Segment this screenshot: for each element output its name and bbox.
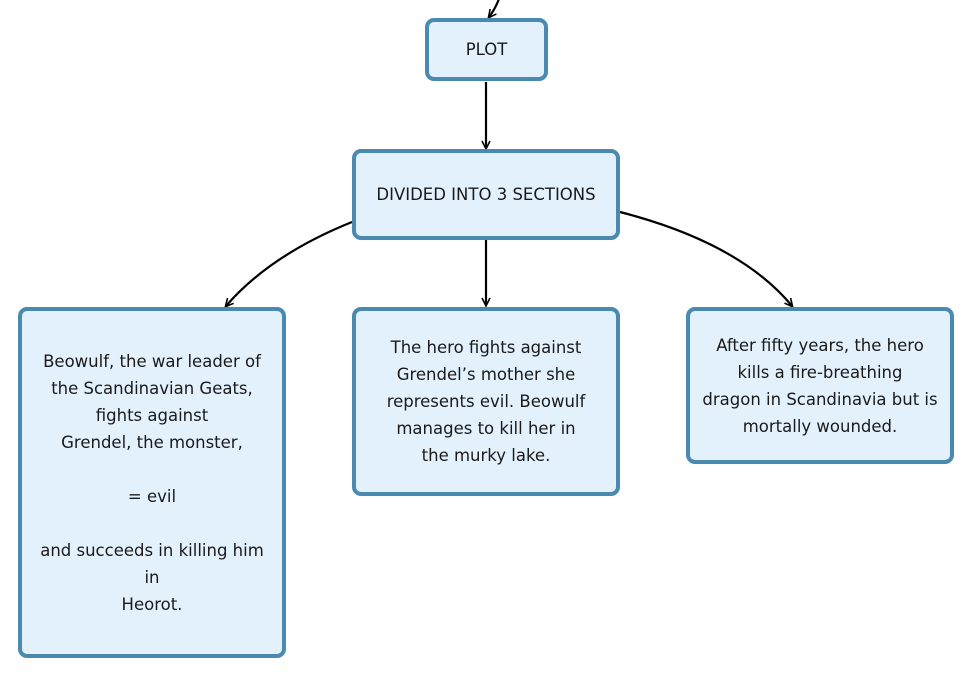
sections-label: DIVIDED INTO 3 SECTIONS	[376, 185, 596, 204]
arrow-sections-to-part1	[226, 220, 353, 306]
part3-text: After fifty years, the hero kills a fire…	[702, 335, 938, 436]
arrow-sections-to-part3	[619, 210, 792, 306]
incoming-arrow	[489, 0, 500, 17]
part3-node: After fifty years, the hero kills a fire…	[686, 307, 954, 464]
sections-node: DIVIDED INTO 3 SECTIONS	[352, 149, 620, 240]
part1-text: Beowulf, the war leader of the Scandinav…	[40, 351, 264, 614]
part2-node: The hero fights against Grendel’s mother…	[352, 307, 620, 496]
plot-label: PLOT	[465, 40, 508, 59]
part2-text: The hero fights against Grendel’s mother…	[386, 338, 586, 465]
part1-node: Beowulf, the war leader of the Scandinav…	[18, 307, 286, 658]
plot-node: PLOT	[425, 18, 548, 81]
